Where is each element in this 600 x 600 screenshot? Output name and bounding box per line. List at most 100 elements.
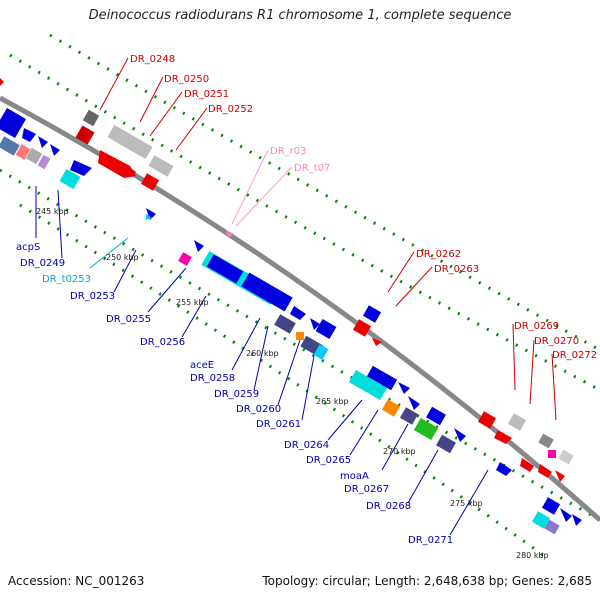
gene-dr0270-b[interactable]	[494, 430, 512, 444]
gene-dr0249-a[interactable]	[0, 136, 20, 156]
gene-dr0264-c[interactable]	[398, 382, 410, 394]
label-dr0264[interactable]: DR_0264	[284, 440, 329, 451]
label-dr0253[interactable]: DR_0253	[70, 291, 115, 302]
reverse-gene-labels[interactable]: acpS DR_0249 DR_t0253 DR_0253 DR_0255 DR…	[16, 242, 453, 546]
forward-gene-labels[interactable]: DR_0248 DR_0250 DR_0251 DR_0252 DR_0262 …	[130, 54, 597, 361]
gene-dr0262[interactable]	[362, 305, 382, 323]
label-dr0259[interactable]: DR_0259	[214, 389, 259, 400]
label-dr0268[interactable]: DR_0268	[366, 501, 411, 512]
label-dr0251[interactable]: DR_0251	[184, 89, 229, 100]
gene-dr0249-f[interactable]	[59, 168, 81, 190]
label-dr0249[interactable]: DR_0249	[20, 258, 65, 269]
label-dr-t0253[interactable]: DR_t0253	[42, 274, 91, 285]
label-dr0250[interactable]: DR_0250	[164, 74, 209, 85]
gene-dr0267[interactable]	[413, 417, 439, 441]
gene-dr0255[interactable]	[194, 240, 204, 252]
gene-dr0248[interactable]	[75, 125, 95, 145]
label-dr0258[interactable]: DR_0258	[190, 373, 235, 384]
label-dr0271[interactable]: DR_0271	[408, 535, 453, 546]
gene-dr0272-e[interactable]	[558, 449, 574, 465]
label-dr0272[interactable]: DR_0272	[552, 350, 597, 361]
gene-dr0260-b[interactable]	[274, 314, 296, 334]
gene-dr0255-b[interactable]	[178, 252, 192, 266]
gene-dr0272-d[interactable]	[555, 470, 565, 482]
reverse-leader-lines	[35, 186, 489, 536]
label-dr0248[interactable]: DR_0248	[130, 54, 175, 65]
gene-dr0259-b[interactable]	[310, 318, 320, 330]
label-dr0265[interactable]: DR_0265	[306, 455, 351, 466]
gene-dr0268[interactable]	[436, 434, 456, 454]
gene-dr0256[interactable]	[206, 254, 244, 284]
gene-dr0258[interactable]	[241, 272, 293, 312]
gene-acps-arrow-2[interactable]	[38, 136, 48, 148]
gene-dr0271-b[interactable]	[541, 497, 561, 515]
gene-dr0272[interactable]	[538, 433, 554, 449]
gene-acps-arrow-1[interactable]	[22, 128, 36, 142]
gene-dr0271-e[interactable]	[560, 508, 572, 522]
label-dr0262[interactable]: DR_0262	[416, 249, 461, 260]
label-dr0252[interactable]: DR_0252	[208, 104, 253, 115]
gene-dr0264[interactable]	[348, 369, 388, 401]
gene-dr0271-d[interactable]	[544, 519, 560, 535]
gene-dr0249-e[interactable]	[70, 160, 92, 176]
gene-dr0272-c[interactable]	[538, 464, 552, 478]
gene-dr0265[interactable]	[381, 399, 401, 417]
rna-gene-labels[interactable]: DR_r03 DR_t07	[270, 146, 330, 174]
forward-strand-genes[interactable]	[0, 78, 574, 482]
gene-dr0271-c[interactable]	[531, 511, 551, 529]
outer-dotted-ring	[0, 33, 600, 562]
gene-dr0269[interactable]	[477, 411, 497, 429]
gene-rna-pink[interactable]	[226, 230, 234, 238]
gene-dr0259[interactable]	[290, 306, 306, 320]
label-acps[interactable]: acpS	[16, 242, 40, 253]
trna-leader-line	[89, 237, 129, 269]
gene-dr0263[interactable]	[352, 319, 372, 337]
gene-dr0249-b[interactable]	[15, 144, 31, 160]
gene-dr0272-b[interactable]	[520, 458, 534, 472]
label-dr0256[interactable]: DR_0256	[140, 337, 185, 348]
label-dr0269[interactable]: DR_0269	[514, 321, 559, 332]
gene-dr0271-f[interactable]	[572, 514, 582, 526]
label-dr-t07[interactable]: DR_t07	[294, 163, 330, 174]
label-moaa[interactable]: moaA	[340, 471, 369, 482]
gene-dr0248-b[interactable]	[82, 109, 100, 127]
label-dr0260[interactable]: DR_0260	[236, 404, 281, 415]
label-dr0267[interactable]: DR_0267	[344, 484, 389, 495]
gene-dr0253[interactable]	[146, 208, 156, 220]
label-dr0255[interactable]: DR_0255	[106, 314, 151, 325]
gene-dr0252[interactable]	[148, 155, 174, 177]
gene-dr0271[interactable]	[496, 462, 512, 476]
gene-dr0272-f[interactable]	[548, 450, 556, 458]
gene-acps-block[interactable]	[0, 107, 27, 139]
chromosome-backbone	[0, 95, 600, 522]
gene-dr0249-d[interactable]	[37, 154, 51, 170]
gene-dr0263-b[interactable]	[372, 338, 382, 346]
map-title: Deinococcus radiodurans R1 chromosome 1,…	[88, 8, 512, 23]
rna-leader-lines	[231, 149, 293, 227]
gene-dr0251[interactable]	[98, 150, 136, 178]
gene-dr0253-b[interactable]	[146, 214, 152, 220]
gene-dr0249-c[interactable]	[25, 147, 43, 165]
gene-dr0260-c[interactable]	[296, 332, 304, 340]
reverse-strand-genes[interactable]	[0, 107, 582, 535]
gene-moaa-b[interactable]	[408, 396, 420, 410]
gene-acps-arrow-3[interactable]	[50, 144, 60, 156]
gene-moaa[interactable]	[399, 407, 419, 425]
label-acee[interactable]: aceE	[190, 360, 214, 371]
gene-dr0267-b[interactable]	[426, 406, 446, 426]
gene-dr0261-b[interactable]	[313, 344, 329, 360]
label-dr0263[interactable]: DR_0263	[434, 264, 479, 275]
label-dr-r03[interactable]: DR_r03	[270, 146, 306, 157]
gene-dr0251-b[interactable]	[128, 166, 136, 176]
gene-dr0264-b[interactable]	[366, 365, 398, 391]
gene-dr0270[interactable]	[507, 413, 527, 431]
gene-dr0250[interactable]	[107, 124, 153, 160]
label-dr0261[interactable]: DR_0261	[256, 419, 301, 430]
gene-dr0268-b[interactable]	[454, 428, 466, 442]
scale-245: 245 kbp	[36, 207, 69, 216]
label-dr0270[interactable]: DR_0270	[534, 336, 579, 347]
gene-dr0260[interactable]	[315, 318, 337, 340]
gene-dr0252-b[interactable]	[140, 173, 160, 191]
gene-left-red[interactable]	[0, 78, 4, 86]
